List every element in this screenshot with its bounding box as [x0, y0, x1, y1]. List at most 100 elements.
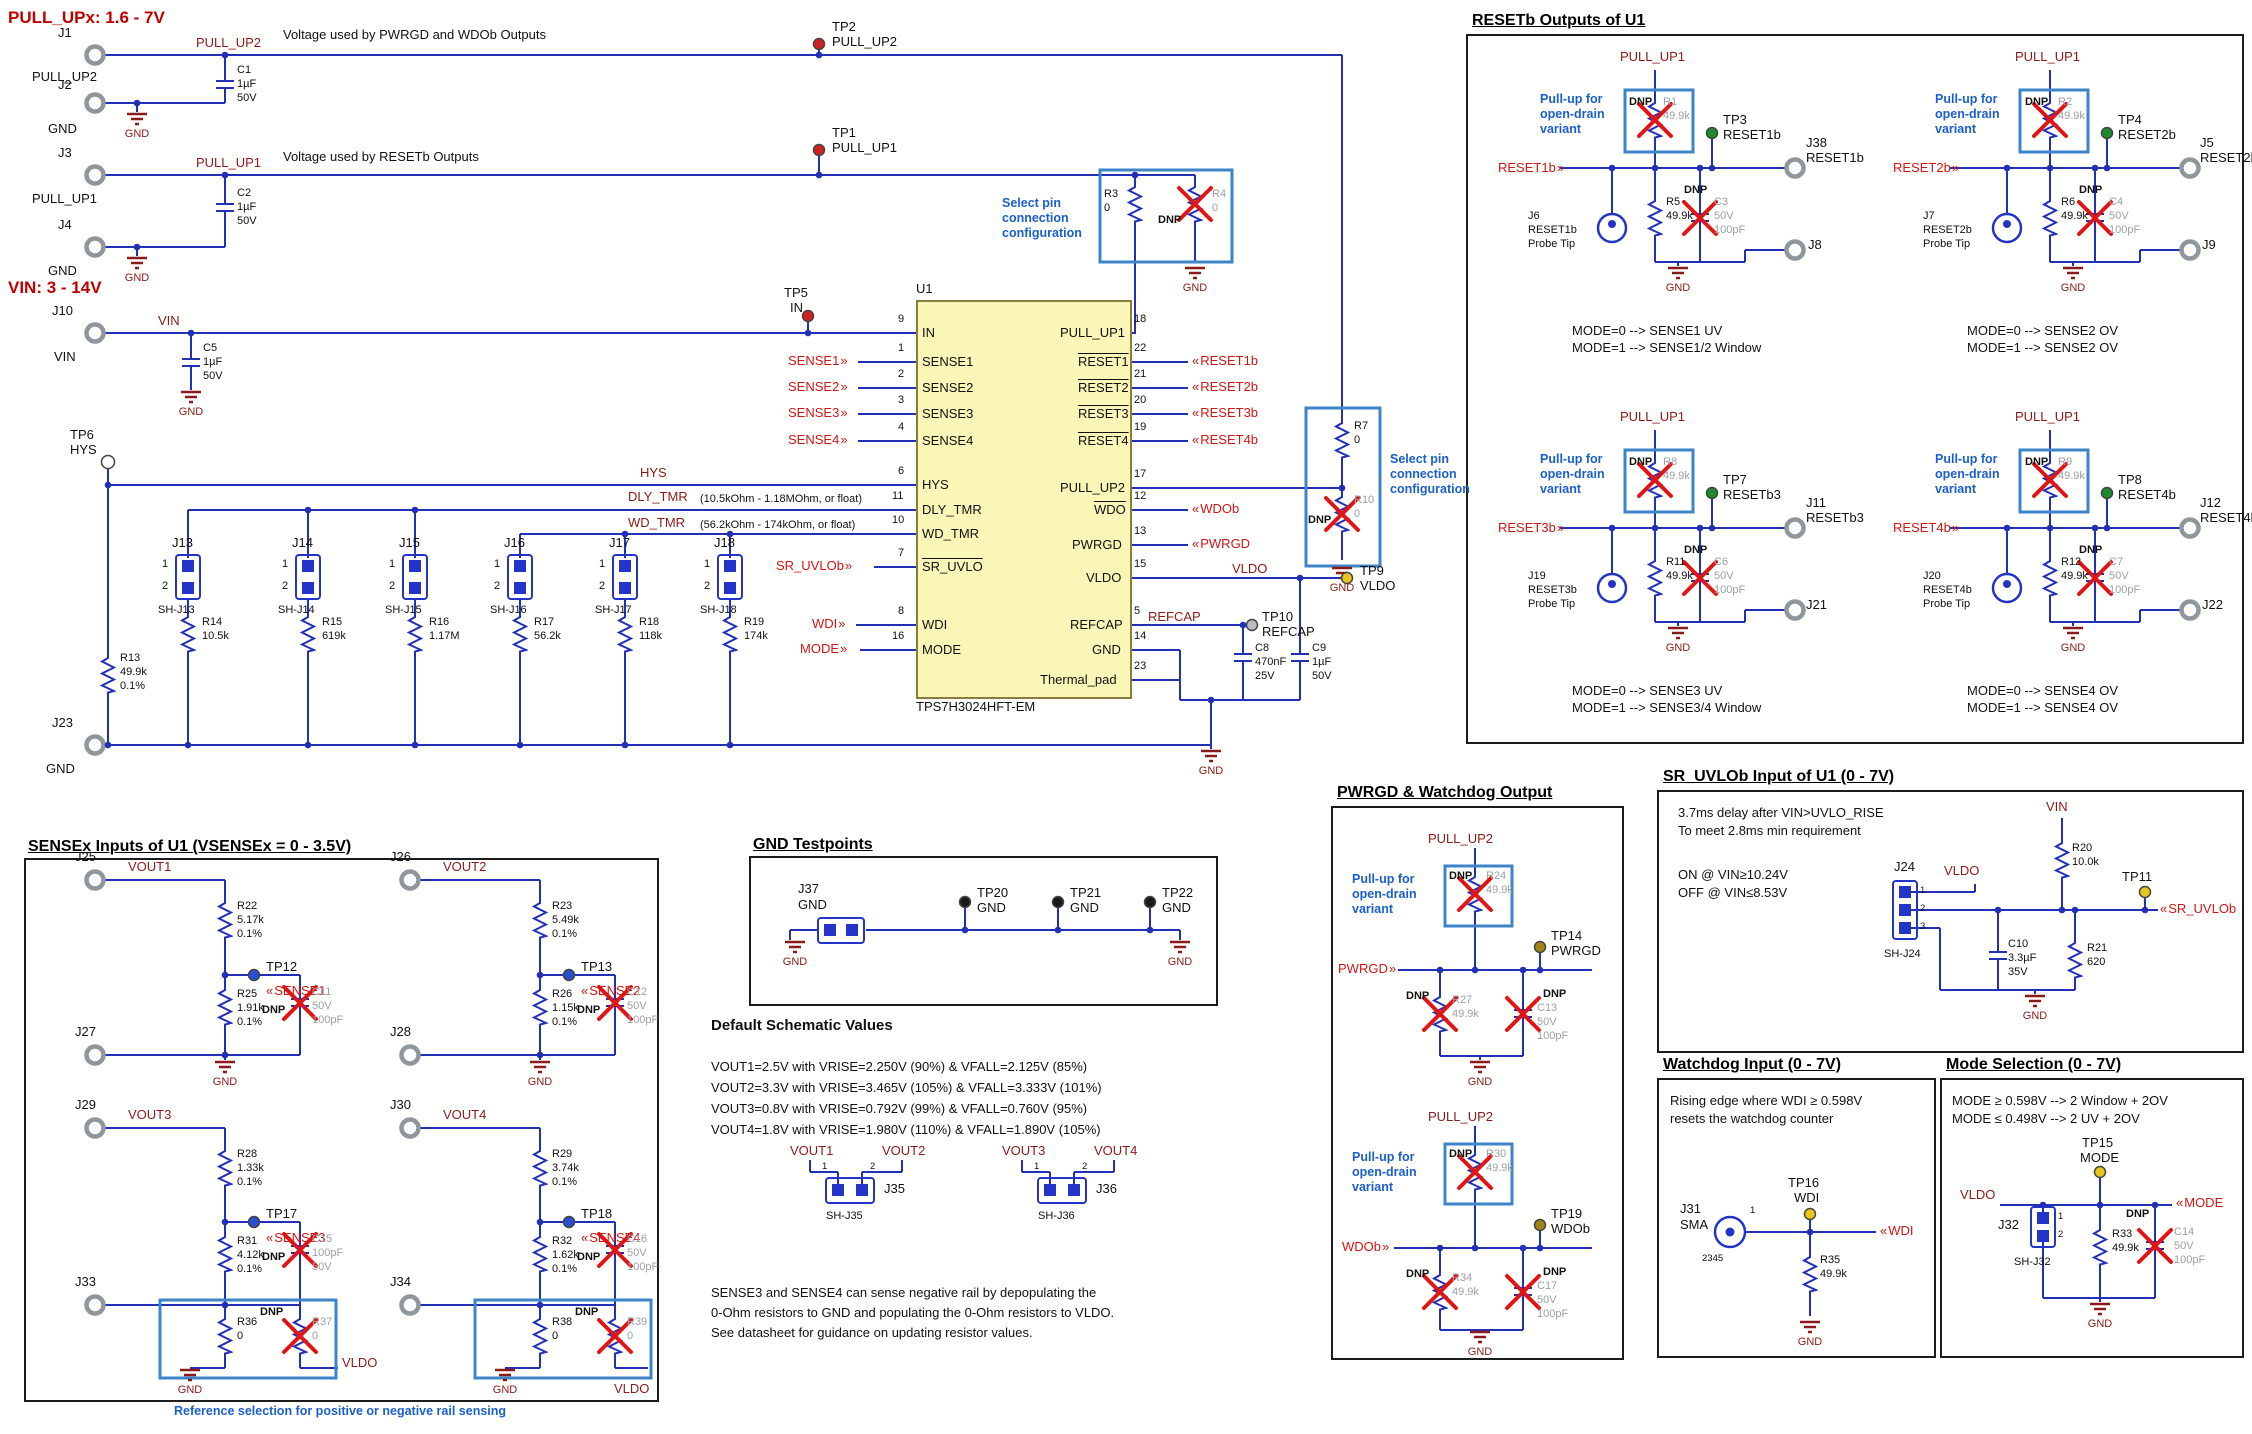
sruvlo-note: ON @ VIN≥10.24V [1678, 867, 1788, 882]
refdes-R7: R7 [1354, 420, 1369, 432]
gnd-label: GND [492, 1384, 518, 1396]
value-C8: 470nF [1255, 656, 1287, 668]
refdes-C10: C10 [2008, 938, 2029, 950]
value-R7: 0 [1354, 434, 1361, 446]
pin-name: REFCAP [1070, 617, 1123, 632]
section-header-vin: VIN: 3 - 14V [8, 278, 102, 297]
value-C14: 50V [2174, 1240, 2194, 1252]
part-number-U1: TPS7H3024HFT-EM [916, 699, 1036, 714]
refdes-J36: J36 [1096, 1181, 1117, 1196]
pin-name: RESET1 [1078, 354, 1129, 369]
tp-net-TP22: GND [1162, 900, 1191, 915]
note-pullup-od: variant [1935, 122, 1976, 136]
refdes-R39: R39 [627, 1316, 648, 1328]
refdes-J30: J30 [390, 1097, 411, 1112]
note-pullup-od: variant [1352, 1180, 1393, 1194]
refdes-R2: R2 [2058, 96, 2073, 108]
value-R13: 49.9k [120, 666, 147, 678]
note-pullup-od: Pull-up for [1352, 1150, 1415, 1164]
wires-gndtp-panel [789, 907, 1181, 940]
tp-net-TP4: RESET2b [2118, 127, 2176, 142]
refdes-J23: J23 [52, 715, 73, 730]
junction-dots [104, 51, 2159, 1309]
connector-name-J2: GND [48, 121, 77, 136]
value-R12: 49.9k [2061, 570, 2088, 582]
jumper-J18 [717, 554, 743, 600]
refdes-J15: J15 [399, 535, 420, 550]
pin-number: 21 [1134, 368, 1147, 380]
refdes-C12: C12 [627, 986, 648, 998]
tp-net-TP19: WDOb [1551, 1221, 1590, 1236]
gnd-label: GND [2087, 1318, 2113, 1330]
refdes-R33: R33 [2112, 1228, 2133, 1240]
pin-number: 1 [494, 558, 501, 570]
testpoint-TP1 [812, 143, 826, 157]
mode-note: MODE=1 --> SENSE3/4 Window [1572, 700, 1762, 715]
pin-number: 3 [898, 394, 905, 406]
refdes-J16: J16 [504, 535, 525, 550]
shunt-label-J36: SH-J36 [1038, 1210, 1075, 1222]
testpoint-TP16 [1803, 1207, 1817, 1221]
value-C4: 50V [2109, 210, 2129, 222]
net-label-sense2: SENSE2 [581, 983, 640, 999]
dnp-x-R9 [2032, 462, 2068, 498]
refdes-R12: R12 [2061, 556, 2082, 568]
pin-name: WD_TMR [922, 526, 980, 541]
gnd-label: GND [1182, 282, 1208, 294]
dnp-x-C3 [1682, 200, 1718, 236]
testpoint-TP12 [247, 968, 261, 982]
dnp-label-C4: DNP [2079, 184, 2103, 196]
value-C6: 100pF [1714, 584, 1746, 596]
pin-name: SENSE2 [922, 380, 974, 395]
refdes-R11: R11 [1666, 556, 1686, 568]
refdes-R36: R36 [237, 1316, 258, 1328]
value-C14: 100pF [2174, 1254, 2206, 1266]
testpoint-TP6 [100, 454, 116, 470]
resistor-R17 [513, 612, 527, 656]
pin-number: 6 [898, 465, 905, 477]
highlight-box-r2 [2018, 88, 2090, 154]
refdes-R25: R25 [237, 988, 258, 1000]
pin-number: 1 [389, 558, 396, 570]
note-resetb-rail: Voltage used by RESETb Outputs [283, 149, 479, 164]
net-label-pullup2: PULL_UP2 [196, 35, 262, 50]
probe-tip-J7 [1991, 212, 2023, 244]
testpoint-TP19 [1533, 1218, 1547, 1232]
tp-ref-TP8: TP8 [2118, 472, 2142, 487]
pin-number: 22 [1134, 342, 1147, 354]
tp-net-TP1: PULL_UP1 [832, 140, 898, 155]
pin-number: 3 [1920, 921, 1926, 932]
pin-number: 1 [599, 558, 606, 570]
wdin-note: resets the watchdog counter [1670, 1111, 1834, 1126]
tp-ref-TP11: TP11 [2122, 869, 2153, 884]
tp-ref-TP15: TP15 [2082, 1135, 2114, 1150]
net-label-pullup1: PULL_UP1 [196, 155, 262, 170]
connector-J28 [399, 1044, 421, 1066]
net-label-reset1b: RESET1b [1498, 160, 1564, 176]
tol-R31: 0.1% [237, 1263, 263, 1275]
value-R32: 1.62k [552, 1249, 579, 1261]
value-R5: 49.9k [1666, 210, 1693, 222]
gnd-label: GND [124, 128, 150, 140]
connector-J27 [84, 1044, 106, 1066]
pin-number: 20 [1134, 394, 1147, 406]
note-pullup-od: Pull-up for [1935, 452, 1998, 466]
connector-J8 [1784, 239, 1806, 261]
mode-note: MODE=0 --> SENSE1 UV [1572, 323, 1723, 338]
net-label-sruvlob: SR_UVLOb [2160, 901, 2236, 917]
pin-name: SENSE1 [922, 354, 974, 369]
panel-title-resetb: RESETb Outputs of U1 [1472, 12, 1646, 29]
connector-J2 [84, 92, 106, 114]
value-R1: 49.9k [1663, 110, 1690, 122]
pin-number: 15 [1134, 558, 1147, 570]
dnp-label-C17: DNP [1543, 1266, 1567, 1278]
refdes-C1: C1 [237, 64, 252, 76]
tp-ref-TP6: TP6 [70, 427, 94, 442]
gnd-label: GND [2022, 1010, 2048, 1022]
probe-tip-J19 [1596, 572, 1628, 604]
refdes-R8: R8 [1663, 456, 1678, 468]
gnd-label: GND [2060, 642, 2086, 654]
refdes-R37: R37 [312, 1316, 333, 1328]
tol-R29: 0.1% [552, 1176, 578, 1188]
pin-number: 2 [1082, 1161, 1088, 1172]
